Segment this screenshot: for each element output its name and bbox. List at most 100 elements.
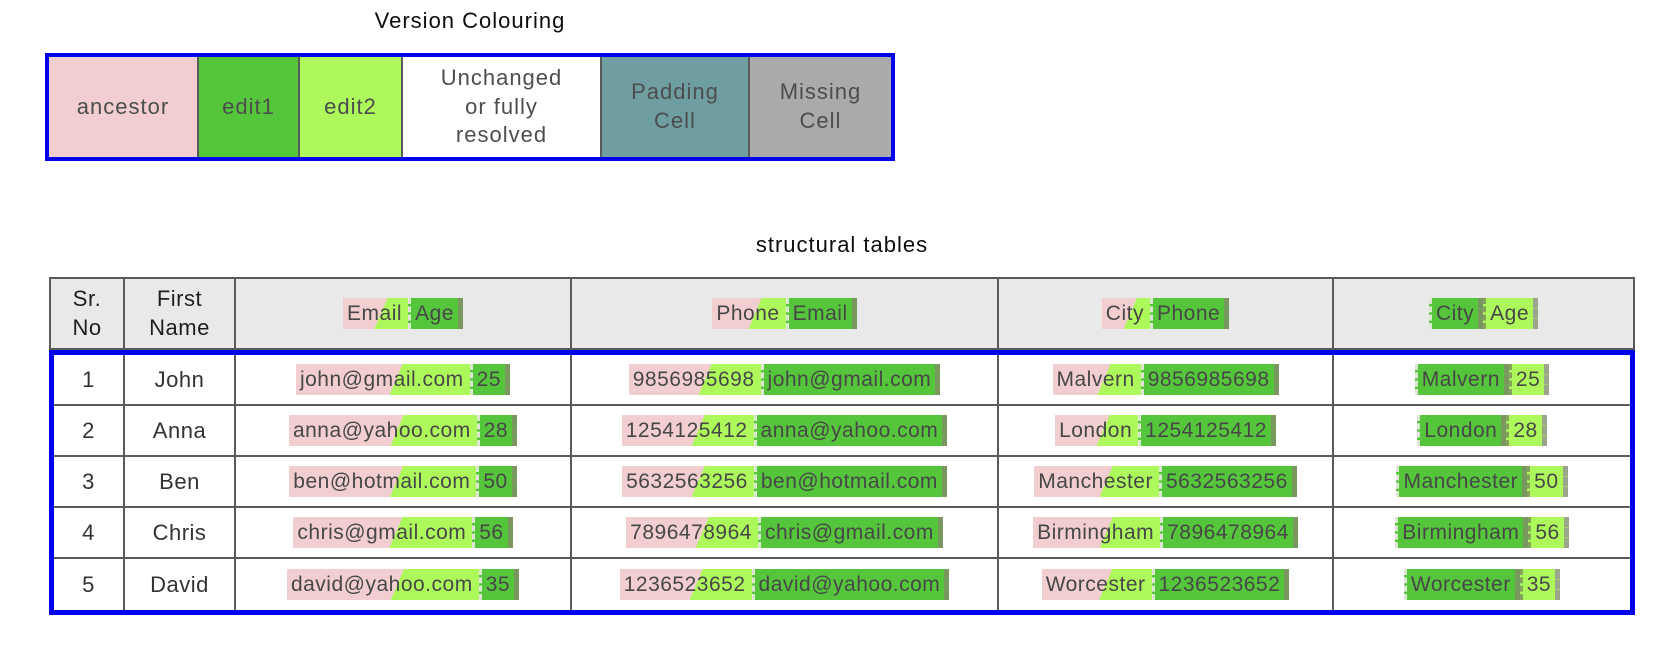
token-edit2: 35 <box>1519 568 1561 601</box>
legend-label: Unchanged or fully resolved <box>440 65 563 148</box>
token-merge-diagonal: Malvern <box>1052 363 1141 396</box>
legend-label: edit2 <box>324 93 377 119</box>
token-edit1: anna@yahoo.com <box>753 414 948 447</box>
cell-first-name: Ben <box>125 457 236 506</box>
header-token-merge-diagonal: Email <box>343 297 409 330</box>
token-edit1: 5632563256 <box>1158 465 1297 498</box>
legend-swatch-padding-cell: Padding Cell <box>602 57 750 157</box>
token-edit1: 1236523652 <box>1151 568 1290 601</box>
token-merge-diagonal: ben@hotmail.com <box>289 465 477 498</box>
token-merge-diagonal: Birmingham <box>1033 516 1161 549</box>
header-sr-no: Sr. No <box>51 279 125 348</box>
sr-no-value: 3 <box>82 468 95 494</box>
token-merge-diagonal: 9856985698 <box>628 363 761 396</box>
token-merge-diagonal: 1254125412 <box>621 414 754 447</box>
legend-swatch-edit2: edit2 <box>300 57 403 157</box>
legend-label: Missing Cell <box>779 79 862 133</box>
token-edit1: 50 <box>476 465 517 498</box>
token-merge-diagonal: chris@gmail.com <box>293 516 473 549</box>
token-merge-diagonal: 7896478964 <box>626 516 758 549</box>
cell-first-name: Anna <box>125 406 236 455</box>
token-edit1: London <box>1417 414 1507 447</box>
token-edit1: david@yahoo.com <box>751 568 950 601</box>
first-name-value: Anna <box>152 417 207 443</box>
header-token-edit1: Phone <box>1149 297 1230 330</box>
token-edit1: ben@hotmail.com <box>753 465 947 498</box>
token-merge-diagonal: London <box>1055 414 1139 447</box>
cell-first-name: Chris <box>125 508 236 557</box>
header-label: Sr. No <box>72 285 102 340</box>
cell-sr-no: 3 <box>54 457 125 506</box>
cell-sr-no: 1 <box>54 355 125 404</box>
token-edit1: 1254125412 <box>1138 414 1276 447</box>
header-token-merge-diagonal: Phone <box>712 297 786 330</box>
legend-label: edit1 <box>222 93 275 119</box>
first-name-value: Chris <box>152 519 207 545</box>
token-edit2: 28 <box>1506 414 1547 447</box>
cell-sr-no: 4 <box>54 508 125 557</box>
token-edit2: 50 <box>1527 465 1568 498</box>
token-edit1: 25 <box>469 363 511 396</box>
token-edit1: chris@gmail.com <box>757 516 943 549</box>
cell-first-name: John <box>125 355 236 404</box>
legend-label: Padding Cell <box>631 79 719 133</box>
legend-swatch-unchanged-or-fully-resolved: Unchanged or fully resolved <box>403 57 602 157</box>
token-edit1: 7896478964 <box>1160 516 1298 549</box>
header-label: First Name <box>149 285 210 340</box>
token-merge-diagonal: david@yahoo.com <box>286 568 479 601</box>
token-edit2: 56 <box>1528 516 1569 549</box>
token-edit2: 25 <box>1508 363 1550 396</box>
legend-swatch-missing-cell: Missing Cell <box>750 57 891 157</box>
header-token-edit2: Age <box>1483 297 1539 330</box>
first-name-value: David <box>150 571 209 597</box>
legend-swatch-edit1: edit1 <box>199 57 300 157</box>
header-token-edit1: City <box>1428 297 1484 330</box>
header-token-edit1: Age <box>408 297 463 330</box>
token-merge-diagonal: Worcester <box>1041 568 1152 601</box>
header-token-merge-diagonal: City <box>1101 297 1150 330</box>
token-merge-diagonal: 5632563256 <box>622 465 754 498</box>
cell-sr-no: 2 <box>54 406 125 455</box>
token-edit1: 56 <box>472 516 513 549</box>
legend-title: Version Colouring <box>374 8 566 33</box>
token-merge-diagonal: 1236523652 <box>619 568 752 601</box>
token-edit1: 9856985698 <box>1140 363 1279 396</box>
sr-no-value: 5 <box>82 571 95 597</box>
token-merge-diagonal: anna@yahoo.com <box>288 414 477 447</box>
first-name-value: John <box>154 366 205 392</box>
token-edit1: 28 <box>476 414 518 447</box>
sr-no-value: 1 <box>82 366 95 392</box>
token-edit1: Malvern <box>1414 363 1509 396</box>
